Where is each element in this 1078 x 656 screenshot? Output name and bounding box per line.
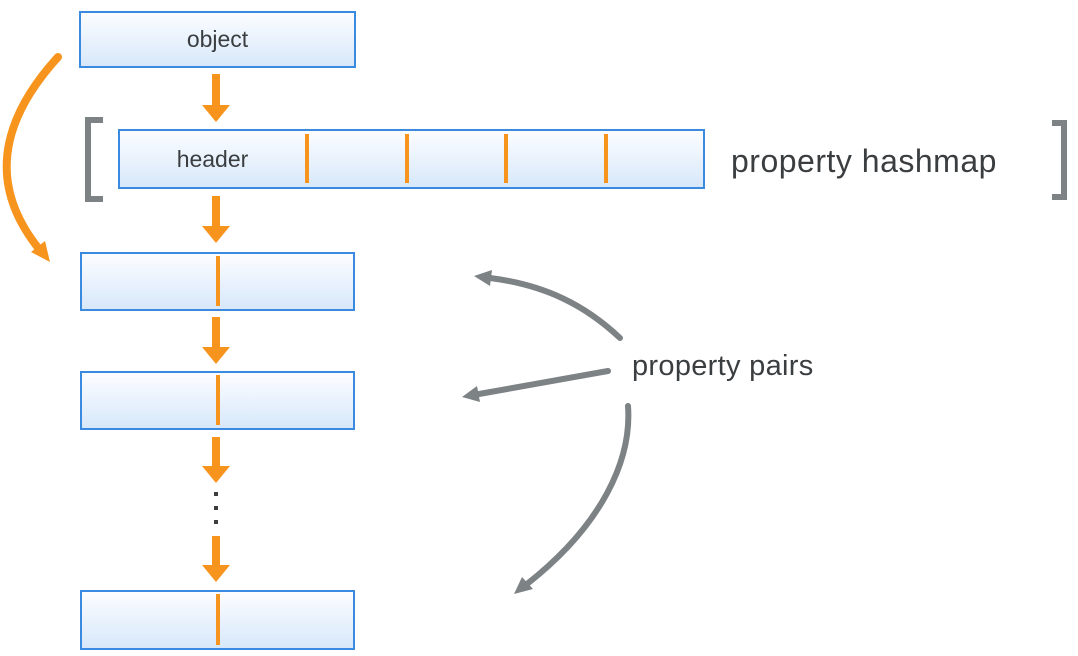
pairs-arrow-middle-icon xyxy=(476,368,611,397)
pairs-arrowhead-middle-icon xyxy=(462,386,480,402)
slot-divider xyxy=(404,134,409,183)
object-label: object xyxy=(186,26,249,52)
down-arrow-icon xyxy=(202,196,230,243)
down-arrow-icon xyxy=(202,317,230,364)
curved-arrow-object-to-pairs-icon xyxy=(2,53,62,253)
pairs-arrowhead-bottom-icon xyxy=(514,577,533,594)
property-pair-box xyxy=(80,371,355,430)
property-pair-box xyxy=(80,252,355,311)
slot-divider xyxy=(603,134,608,183)
slot-divider xyxy=(305,134,309,183)
ellipsis-dot xyxy=(214,520,218,524)
left-bracket-icon xyxy=(85,117,103,202)
curved-arrowhead-icon xyxy=(31,241,50,262)
pairs-arrow-bottom-icon xyxy=(524,403,632,587)
property-pair-box xyxy=(80,590,355,650)
vertical-ellipsis-icon xyxy=(214,492,218,524)
pairs-arrow-top-icon xyxy=(487,275,623,341)
pairs-annotation: property pairs xyxy=(632,350,814,382)
right-bracket-icon xyxy=(1052,120,1067,200)
ellipsis-dot xyxy=(214,492,218,496)
down-arrow-icon xyxy=(202,437,230,483)
ellipsis-dot xyxy=(214,506,218,510)
hashmap-annotation: property hashmap xyxy=(731,143,997,179)
pairs-arrowhead-top-icon xyxy=(474,270,492,286)
header-label: header xyxy=(176,145,249,172)
down-arrow-icon xyxy=(202,74,230,122)
down-arrow-icon xyxy=(202,536,230,582)
pair-divider xyxy=(215,594,220,645)
object-box: object xyxy=(79,11,356,68)
pair-divider xyxy=(215,256,220,306)
slot-divider xyxy=(504,134,508,183)
pair-divider xyxy=(215,375,220,425)
hashmap-box: header xyxy=(118,129,705,189)
